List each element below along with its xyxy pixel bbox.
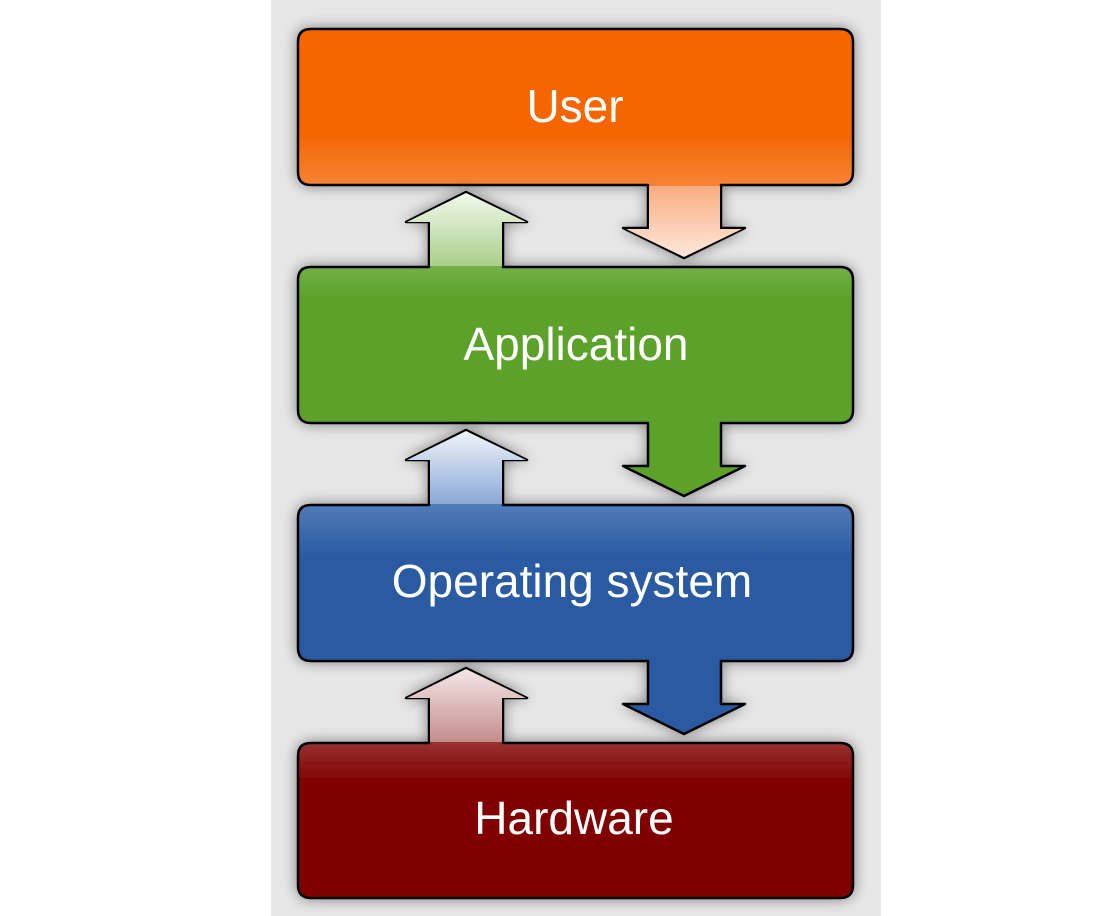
layer-label-operating-system: Operating system	[392, 555, 752, 607]
user-block	[296, 27, 855, 260]
application-block	[296, 190, 855, 498]
user-layer	[296, 27, 855, 260]
hardware-block	[296, 666, 855, 900]
layer-label-hardware: Hardware	[474, 792, 673, 844]
operating-system-up-arrow	[407, 431, 526, 504]
operating-system-layer	[296, 428, 855, 736]
hardware-up-arrow	[407, 669, 526, 742]
layer-label-user: User	[526, 80, 623, 132]
layer-label-application: Application	[463, 318, 688, 370]
application-up-arrow	[407, 193, 526, 266]
hardware-layer	[296, 666, 855, 900]
operating-system-block	[296, 428, 855, 736]
user-down-arrow	[626, 186, 742, 257]
application-layer	[296, 190, 855, 498]
